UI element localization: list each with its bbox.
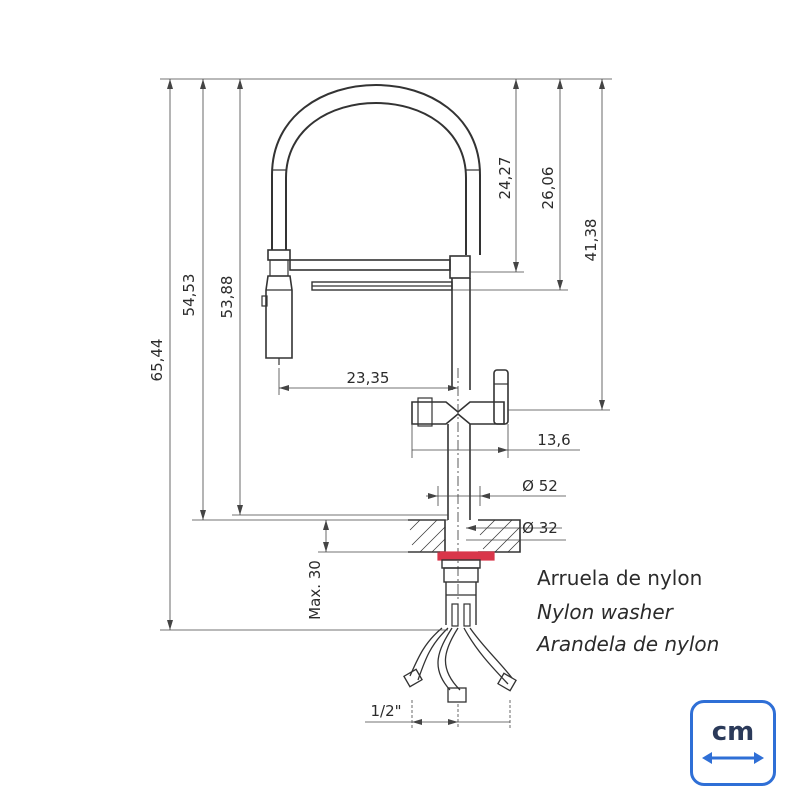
dim-spout-width: 23,35: [347, 369, 390, 387]
dim-height-54: 54,53: [180, 274, 198, 317]
unit-label: cm: [711, 717, 755, 747]
dim-hole-diameter: Ø 32: [522, 519, 558, 537]
dim-height-26: 26,06: [539, 167, 557, 210]
spray-head: [261, 249, 293, 365]
flex-hoses: [403, 627, 517, 703]
countertop: [408, 519, 521, 553]
mounting-nut: [441, 559, 481, 627]
dim-thread: 1/2": [370, 702, 401, 720]
washer-label-pt: Arruela de nylon: [537, 566, 703, 590]
unit-badge: cm: [690, 700, 776, 786]
spring-spout: [271, 84, 481, 255]
faucet-body: [411, 255, 509, 600]
dim-height-24: 24,27: [496, 157, 514, 200]
washer-label-es: Arandela de nylon: [537, 632, 720, 656]
dim-handle-width: 13,6: [537, 431, 570, 449]
washer-label-en: Nylon washer: [537, 600, 673, 624]
dim-base-diameter: Ø 52: [522, 477, 558, 495]
dim-height-41: 41,38: [582, 219, 600, 262]
nylon-washer: [437, 551, 495, 561]
dim-max-thickness: Max. 30: [306, 560, 324, 620]
dim-total-height: 65,44: [148, 339, 166, 382]
spout-arm: [289, 259, 453, 291]
double-arrow-icon: [702, 752, 764, 764]
dim-height-53: 53,88: [218, 276, 236, 319]
